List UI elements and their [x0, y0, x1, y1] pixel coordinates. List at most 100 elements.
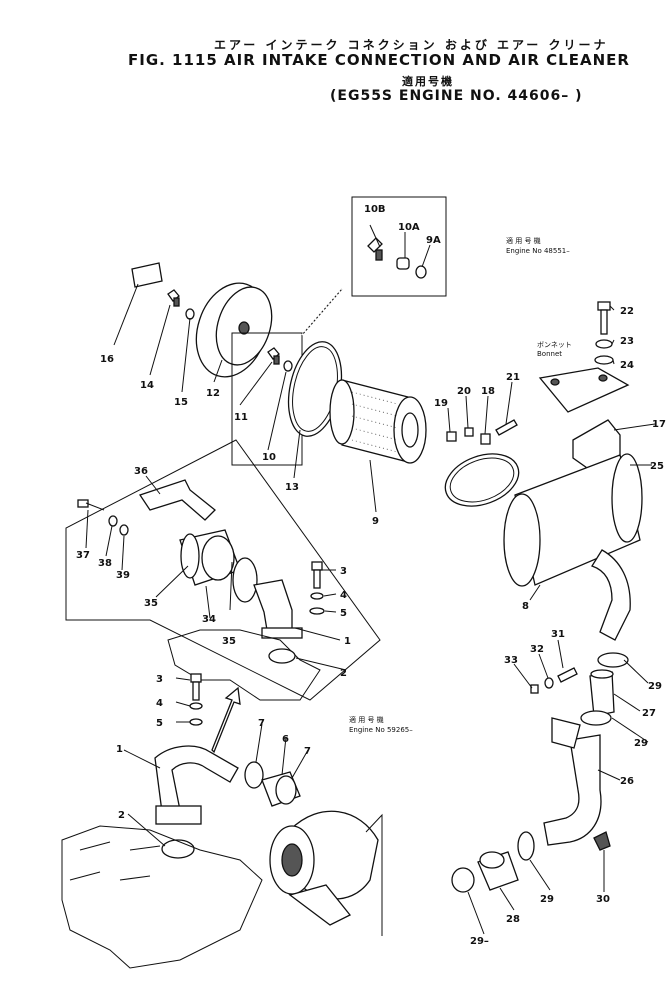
- part-28-hose-lower: [477, 851, 519, 891]
- callout-30: 30: [596, 894, 610, 905]
- callout-3-upper: 3: [340, 566, 347, 577]
- part-24-washer: [594, 355, 614, 365]
- callout-9: 9: [372, 516, 379, 527]
- callout-37: 37: [76, 550, 90, 561]
- figure-title: FIG. 1115 AIR INTAKE CONNECTION AND AIR …: [128, 51, 630, 69]
- detail-box-fasteners: [351, 196, 447, 297]
- callout-10b: 10B: [364, 204, 386, 215]
- japanese-title: エアー インテーク コネクション および エアー クリーナ: [214, 38, 609, 52]
- part-4-washer-upper: [310, 592, 324, 600]
- part-19-nut: [446, 431, 457, 442]
- callout-8: 8: [522, 601, 529, 612]
- part-8-air-cleaner-body: [503, 453, 643, 641]
- band-clamp: [444, 453, 520, 507]
- engine-range: (EG55S ENGINE NO. 44606– ): [330, 88, 583, 104]
- part-9a-washer: [415, 265, 427, 279]
- part-29-clamp-upper: [597, 652, 629, 668]
- part-26-elbow-pipe: [543, 717, 602, 846]
- callout-15: 15: [174, 397, 188, 408]
- callout-34: 34: [202, 614, 216, 625]
- leader-lines: [85, 224, 656, 935]
- part-7-clamp-left: [244, 761, 264, 789]
- note-top-engine: Engine No 48551–: [506, 247, 570, 255]
- callout-29-b: 29: [634, 738, 648, 749]
- part-21-bolt: [495, 419, 518, 436]
- note-mid-engine: Engine No 59265–: [349, 726, 413, 734]
- callout-14: 14: [140, 380, 154, 391]
- callout-28: 28: [506, 914, 520, 925]
- callout-1-upper: 1: [344, 636, 351, 647]
- callout-38: 38: [98, 558, 112, 569]
- callout-4-upper: 4: [340, 590, 347, 601]
- part-29-clamp-bottom: [451, 867, 475, 893]
- part-22-bolt: [597, 301, 611, 335]
- part-3-bolt-lower: [190, 673, 202, 701]
- callout-29-d: 29–: [470, 936, 489, 947]
- callout-5-upper: 5: [340, 608, 347, 619]
- callout-23: 23: [620, 336, 634, 347]
- turbo-leader: [365, 813, 383, 936]
- japanese-applicable-label: 適用号機: [402, 75, 454, 88]
- part-14-wing-nut: [167, 289, 180, 307]
- part-23-washer: [595, 339, 613, 349]
- part-39-washer: [119, 524, 129, 536]
- part-36-elbow: [138, 479, 216, 521]
- callout-29-c: 29: [540, 894, 554, 905]
- direction-arrow: [211, 686, 241, 754]
- part-4-washer-lower: [189, 702, 203, 710]
- callout-13: 13: [285, 482, 299, 493]
- callout-5-lower: 5: [156, 718, 163, 729]
- callout-20: 20: [457, 386, 471, 397]
- callout-36: 36: [134, 466, 148, 477]
- callout-12: 12: [206, 388, 220, 399]
- turbocharger: [269, 810, 379, 926]
- callout-10a: 10A: [398, 222, 420, 233]
- part-29-clamp-middle: [580, 710, 612, 726]
- part-18-nut: [480, 433, 491, 445]
- callout-22: 22: [620, 306, 634, 317]
- part-10-washer: [283, 360, 293, 372]
- callout-27: 27: [642, 708, 656, 719]
- engine-block-outline-lower: [61, 825, 263, 969]
- callout-32: 32: [530, 644, 544, 655]
- callout-35-a: 35: [144, 598, 158, 609]
- part-3-bolt-upper: [311, 561, 323, 589]
- callout-21: 21: [506, 372, 520, 383]
- note-bonnet-jp: ボンネット: [537, 341, 572, 349]
- part-27-hose: [589, 669, 615, 717]
- callout-2-lower: 2: [118, 810, 125, 821]
- part-5-washer-lower: [189, 718, 203, 726]
- callout-1-lower: 1: [116, 744, 123, 755]
- callout-33: 33: [504, 655, 518, 666]
- part-35-gasket-left: [180, 533, 200, 579]
- callout-2-upper: 2: [340, 668, 347, 679]
- callout-24: 24: [620, 360, 634, 371]
- part-38-washer: [108, 515, 118, 527]
- callout-39: 39: [116, 570, 130, 581]
- inset-box-pipe-detail: [65, 439, 381, 701]
- part-1-intake-pipe: [154, 745, 239, 825]
- callout-35-b: 35: [222, 636, 236, 647]
- part-31-bolt: [557, 667, 578, 683]
- part-29-clamp-lower: [517, 831, 535, 861]
- part-30-plug: [593, 831, 611, 851]
- callout-6: 6: [282, 734, 289, 745]
- part-2-gasket-lower: [161, 839, 195, 859]
- part-20-washer: [464, 427, 474, 437]
- part-37-bolt: [77, 499, 105, 511]
- note-top-jp: 適 用 号 機: [506, 236, 541, 245]
- bonnet-plate: [538, 367, 630, 413]
- callout-29-a: 29: [648, 681, 662, 692]
- part-11-wing-nut: [267, 347, 280, 365]
- callout-26: 26: [620, 776, 634, 787]
- callout-18: 18: [481, 386, 495, 397]
- part-16-label-plate: [131, 262, 163, 288]
- part-5-washer-upper: [309, 607, 325, 615]
- note-bonnet-en: Bonnet: [537, 350, 562, 358]
- part-35-gasket-right: [232, 557, 258, 603]
- part-15-washer: [185, 308, 195, 320]
- inset-elbow: [253, 579, 303, 639]
- callout-3-lower: 3: [156, 674, 163, 685]
- note-mid-jp: 適 用 号 機: [349, 715, 384, 724]
